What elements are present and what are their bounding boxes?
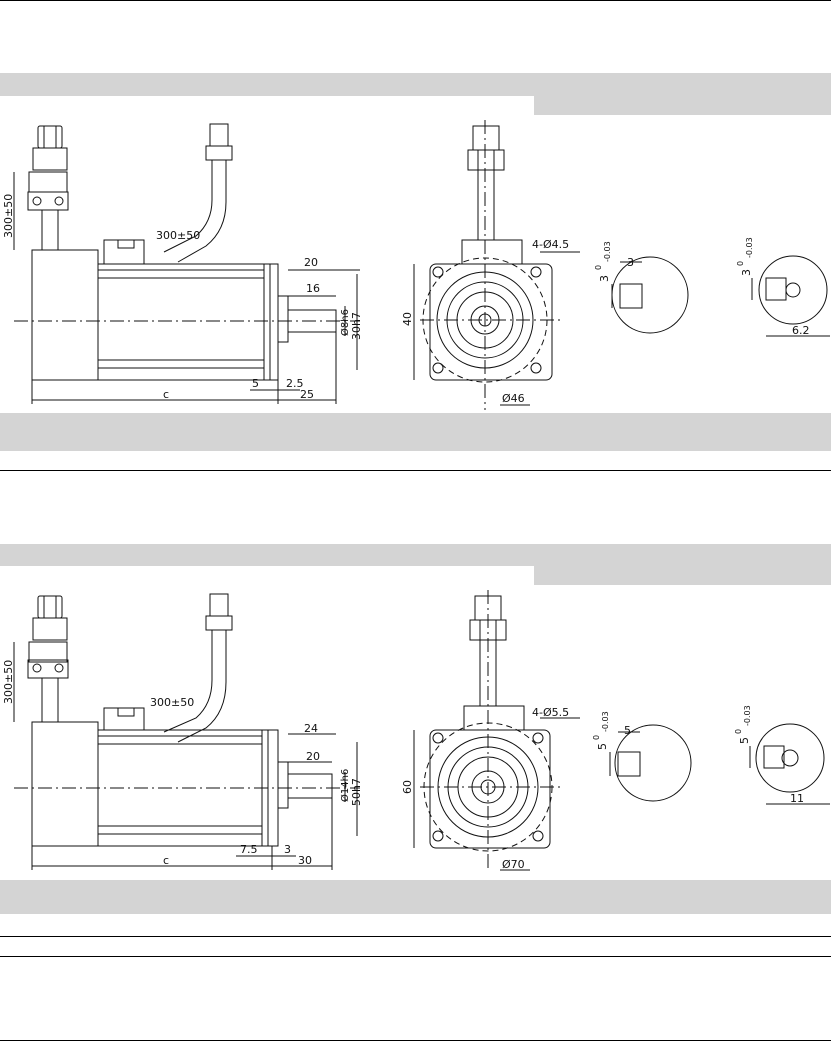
s1-key-width: 3 — [627, 256, 634, 269]
s1-tol-lower: -0.03 — [603, 241, 612, 262]
s2-tol-upper-b: 0 — [734, 729, 743, 734]
s2-dim-20: 20 — [306, 750, 320, 763]
s2-square: 60 — [401, 780, 414, 794]
s1-dim-pilot: 30h7 — [350, 312, 363, 340]
s1-front-view — [413, 120, 580, 410]
s2-tol-lower: -0.03 — [601, 711, 610, 732]
s2-key-height-b: 5 — [738, 737, 751, 744]
s1-square: 40 — [401, 312, 414, 326]
section1-header-band — [0, 73, 831, 96]
s1-tol-upper-b: 0 — [736, 261, 745, 266]
s2-key-width: 5 — [624, 724, 631, 737]
s2-key-section-b — [749, 723, 830, 805]
s1-dim-flange: 5 — [252, 377, 259, 390]
s2-dim-length: c — [163, 854, 169, 867]
s1-tol-upper: 0 — [594, 265, 603, 270]
s1-key-section-b — [751, 255, 830, 337]
s1-top-connector — [163, 123, 233, 263]
s2-key-section-a — [609, 724, 692, 802]
s2-cable-length: 300±50 — [2, 660, 15, 704]
s2-connector-length: 300±50 — [150, 696, 194, 709]
s2-bolt-circle: Ø70 — [502, 858, 525, 871]
s1-dim-16: 16 — [306, 282, 320, 295]
section2-header-band — [0, 544, 831, 566]
s2-tol-lower-b: -0.03 — [743, 705, 752, 726]
section2-header-band-tab — [534, 566, 831, 585]
s2-tol-upper: 0 — [592, 735, 601, 740]
s2-dim-shaft-dia: Ø14h6 — [339, 769, 351, 802]
s1-cable-length: 300±50 — [2, 194, 15, 238]
s1-motor-body — [31, 239, 337, 381]
s1-dim-pilot-depth: 2.5 — [286, 377, 304, 390]
s1-shaft-depth: 6.2 — [792, 324, 810, 337]
s2-left-connector — [27, 595, 69, 723]
s1-key-section-a — [611, 256, 689, 334]
s2-dim-24: 24 — [304, 722, 318, 735]
s1-dim-shaft-total: 25 — [300, 388, 314, 401]
s2-holes: 4-Ø5.5 — [532, 706, 569, 719]
s1-key-height: 3 — [598, 275, 611, 282]
s1-dim-length: c — [163, 388, 169, 401]
s1-holes: 4-Ø4.5 — [532, 238, 569, 251]
s2-dim-shaft-total: 30 — [298, 854, 312, 867]
s1-dim-20: 20 — [304, 256, 318, 269]
section2-drawing: 300±50 300±50 24 20 Ø14h6 50h7 7.5 3 c 3… — [2, 590, 830, 871]
s1-tol-lower-b: -0.03 — [745, 237, 754, 258]
section-divider-1 — [0, 470, 831, 471]
s2-front-view — [413, 590, 580, 871]
section2-footer-band — [0, 880, 831, 914]
section1-header-band-tab — [534, 96, 831, 115]
s1-left-connector — [27, 125, 69, 251]
s1-bolt-circle: Ø46 — [502, 392, 525, 405]
bottom-rule — [0, 1040, 831, 1041]
s1-connector-length: 300±50 — [156, 229, 200, 242]
s1-key-height-b: 3 — [740, 269, 753, 276]
s2-key-height: 5 — [596, 743, 609, 750]
section1-drawing: 300±50 300±50 20 16 Ø8h6 30h7 5 2.5 c 25… — [2, 120, 830, 410]
top-rule — [0, 0, 831, 1]
section1-footer-band — [0, 413, 831, 451]
s2-dim-flange: 7.5 — [240, 843, 258, 856]
s2-motor-body — [31, 707, 333, 847]
table-rule-1 — [0, 936, 831, 937]
s2-top-connector — [163, 593, 233, 743]
s2-dim-pilot-depth: 3 — [284, 843, 291, 856]
table-rule-2 — [0, 956, 831, 957]
s1-dim-shaft-dia: Ø8h6 — [339, 309, 351, 336]
s2-shaft-depth: 11 — [790, 792, 804, 805]
s2-dim-pilot: 50h7 — [350, 778, 363, 806]
